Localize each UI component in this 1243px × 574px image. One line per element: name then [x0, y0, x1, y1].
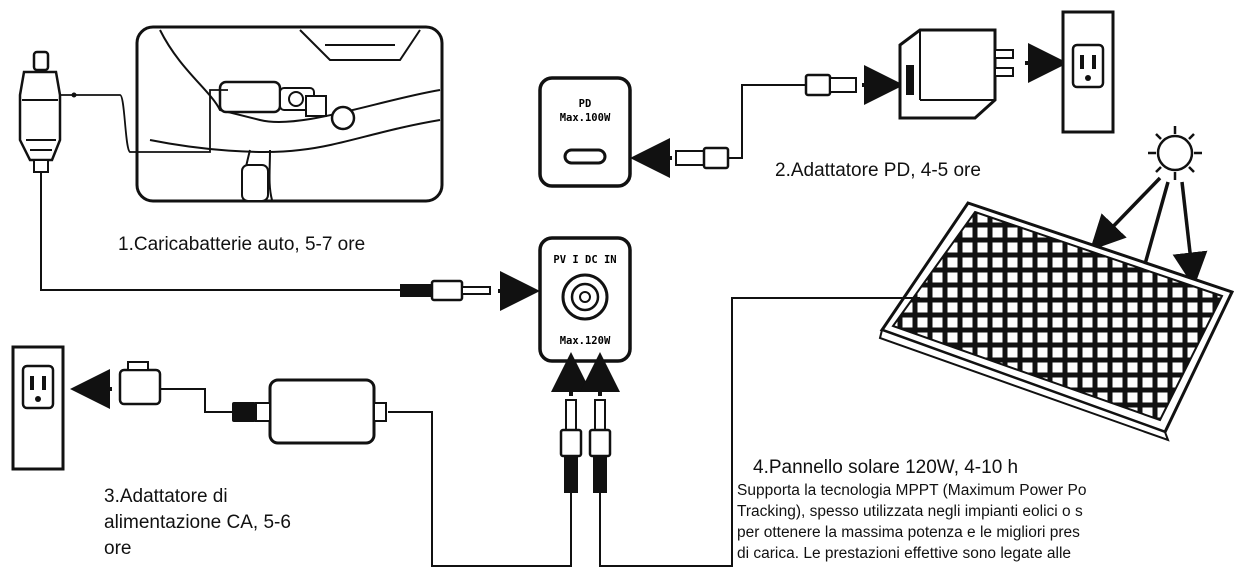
ac-adapter-label: 3.Adattatore di alimentazione CA, 5-6 or…	[104, 484, 291, 562]
usb-c-plug-icon	[675, 146, 730, 170]
pd-cable	[728, 84, 806, 159]
solar-panel-description: Supporta la tecnologia MPPT (Maximum Pow…	[737, 480, 1243, 568]
pd-port-label: PD	[579, 98, 592, 110]
wall-outlet-icon	[1061, 10, 1115, 134]
ac-adapter-label-line1: 3.Adattatore di	[104, 486, 228, 507]
wall-outlet-icon-2	[11, 345, 65, 471]
ac-adapter-label-line2: alimentazione CA, 5-6	[104, 512, 291, 533]
pd-port-panel: PD Max.100W	[538, 76, 632, 188]
dc-plug-pair-icon	[559, 399, 612, 493]
car-charger-plug-icon	[18, 50, 62, 173]
pv-port-max: Max.120W	[560, 335, 611, 347]
pv-port-label: PV I DC IN	[553, 254, 616, 266]
solar-desc-line1: Supporta la tecnologia MPPT (Maximum Pow…	[737, 482, 1087, 499]
pd-adapter-label: 2.Adattatore PD, 4-5 ore	[775, 160, 981, 181]
pd-wall-adapter-icon	[898, 28, 1014, 120]
solar-panel-icon	[878, 201, 1235, 442]
solar-desc-line2: Tracking), spesso utilizzata negli impia…	[737, 503, 1083, 520]
pv-dc-in-port-panel: PV I DC IN Max.120W	[538, 236, 632, 363]
ac-input-cable	[160, 388, 232, 413]
solar-desc-line4: di carica. Le prestazioni effettive sono…	[737, 545, 1072, 562]
ac-power-brick-icon	[232, 378, 387, 445]
car-plug-cable-to-interior	[60, 89, 228, 153]
car-interior-illustration	[135, 25, 444, 203]
ac-adapter-output-cable	[388, 411, 572, 567]
usb-c-plug-icon-2	[804, 73, 857, 97]
car-charger-label: 1.Caricabatterie auto, 5-7 ore	[118, 234, 366, 255]
ac-wall-plug-icon	[118, 361, 162, 406]
sun-icon	[1148, 126, 1202, 180]
ac-adapter-label-line3: ore	[104, 538, 132, 559]
pd-port-max: Max.100W	[560, 112, 611, 124]
solar-panel-label: 4.Pannello solare 120W, 4-10 h	[753, 457, 1019, 478]
dc-plug-icon	[400, 279, 491, 302]
solar-desc-line3: per ottenere la massima potenza e le mig…	[737, 524, 1080, 541]
solar-cable	[599, 297, 920, 567]
car-charger-cable	[40, 172, 400, 291]
